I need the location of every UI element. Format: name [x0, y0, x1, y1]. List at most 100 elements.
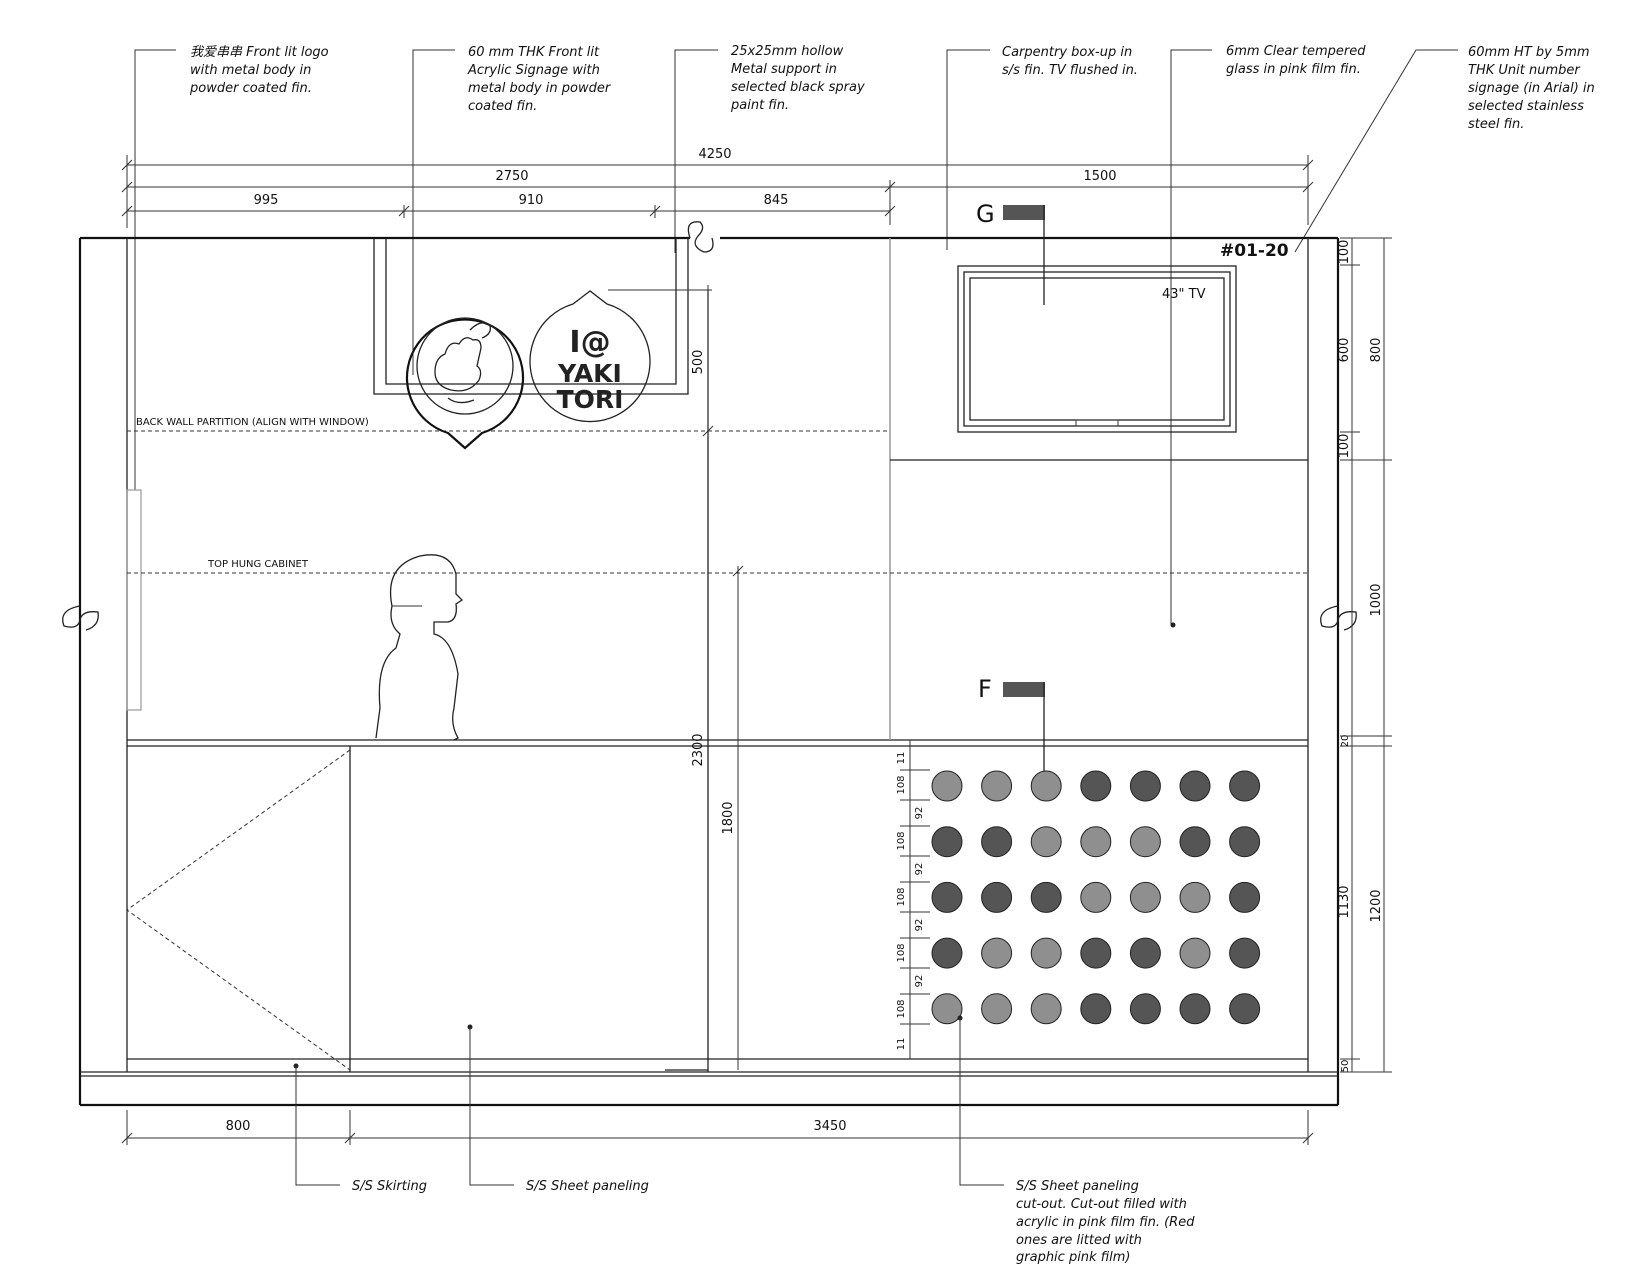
svg-text:coated fin.: coated fin.	[468, 99, 537, 114]
svg-text:steel fin.: steel fin.	[1468, 117, 1524, 132]
svg-text:20: 20	[1340, 735, 1351, 748]
svg-text:F: F	[978, 675, 992, 703]
svg-text:845: 845	[764, 193, 789, 208]
cutout-dot-r2-c5	[1129, 826, 1161, 858]
svg-text:60mm HT by 5mm: 60mm HT by 5mm	[1468, 45, 1590, 60]
cutout-dot-r1-c3	[1030, 770, 1062, 802]
cutout-dot-r4-c2	[981, 937, 1013, 969]
cutout-dot-r1-c6	[1179, 770, 1211, 802]
svg-text:92: 92	[914, 863, 925, 876]
cutout-dot-r4-c4	[1080, 937, 1112, 969]
svg-text:1800: 1800	[721, 801, 736, 834]
svg-text:92: 92	[914, 919, 925, 932]
svg-text:glass in pink film fin.: glass in pink film fin.	[1226, 62, 1361, 77]
cutout-dot-r5-c2	[981, 993, 1013, 1025]
cutout-dot-r5-c3	[1030, 993, 1062, 1025]
dot-grid-dimensions: 11 108 92 108 92 108 92 108 92 108 11	[896, 740, 930, 1059]
cutout-dot-r2-c7	[1229, 826, 1261, 858]
svg-text:selected stainless: selected stainless	[1468, 99, 1584, 114]
svg-text:4250: 4250	[698, 147, 731, 162]
svg-text:Carpentry box-up in: Carpentry box-up in	[1002, 45, 1132, 60]
svg-text:11: 11	[896, 1038, 907, 1051]
right-dimensions: 100 600 800 100 1000 20 1130 1200 50	[1337, 237, 1392, 1073]
sign-height-dimension: 500 2300 1800	[608, 285, 744, 1070]
svg-text:cut-out. Cut-out filled with: cut-out. Cut-out filled with	[1016, 1197, 1187, 1212]
marker-g: G	[976, 200, 1045, 305]
svg-text:108: 108	[896, 999, 907, 1018]
cutout-dot-r3-c1	[931, 881, 963, 913]
signage-frame	[373, 238, 689, 395]
svg-text:TORI: TORI	[557, 385, 624, 414]
cutout-dot-r1-c4	[1080, 770, 1112, 802]
note-skirting: S/S Skirting	[293, 1063, 427, 1194]
svg-text:600: 600	[1337, 338, 1352, 363]
svg-text:ones are litted with: ones are litted with	[1016, 1233, 1142, 1248]
svg-text:S/S Skirting: S/S Skirting	[352, 1179, 427, 1194]
svg-text:11: 11	[896, 752, 907, 765]
cutout-dot-r2-c4	[1080, 826, 1112, 858]
svg-text:108: 108	[896, 831, 907, 850]
marker-f: F	[978, 675, 1045, 786]
svg-text:s/s fin. TV flushed in.: s/s fin. TV flushed in.	[1002, 63, 1138, 78]
cutout-dot-r3-c5	[1129, 881, 1161, 913]
svg-text:G: G	[976, 200, 995, 228]
cutout-dot-r4-c6	[1179, 937, 1211, 969]
svg-text:THK Unit number: THK Unit number	[1468, 63, 1581, 78]
svg-text:Metal support in: Metal support in	[731, 62, 837, 77]
svg-text:I@: I@	[569, 325, 610, 360]
svg-text:S/S Sheet paneling: S/S Sheet paneling	[1016, 1179, 1139, 1194]
svg-text:25x25mm hollow: 25x25mm hollow	[731, 44, 844, 59]
dot-grid	[931, 770, 1261, 1025]
cutout-dot-r3-c4	[1080, 881, 1112, 913]
cutout-dot-r2-c3	[1030, 826, 1062, 858]
svg-text:graphic pink film): graphic pink film)	[1016, 1250, 1130, 1264]
cutout-dot-r4-c3	[1030, 937, 1062, 969]
svg-text:with metal body in: with metal body in	[190, 63, 311, 78]
tv: 43" TV #01-20	[957, 241, 1289, 433]
cutout-dot-r1-c7	[1229, 770, 1261, 802]
note-logo: 我爱串串 Front lit logo with metal body in p…	[134, 45, 329, 490]
svg-text:powder coated fin.: powder coated fin.	[189, 81, 312, 96]
cutout-dot-r5-c4	[1080, 993, 1112, 1025]
top-dimensions: 4250 2750 1500 995 910 845	[121, 147, 1314, 228]
svg-text:108: 108	[896, 943, 907, 962]
note-cutout: S/S Sheet paneling cut-out. Cut-out fill…	[957, 1015, 1195, 1264]
note-signage: 60 mm THK Front lit Acrylic Signage with…	[412, 45, 612, 375]
note-carpentry: Carpentry box-up in s/s fin. TV flushed …	[946, 45, 1138, 250]
note-sheet-paneling: S/S Sheet paneling	[467, 1024, 649, 1194]
svg-text:Acrylic Signage with: Acrylic Signage with	[467, 63, 600, 78]
svg-text:910: 910	[519, 193, 544, 208]
svg-text:1130: 1130	[1337, 885, 1352, 918]
note-support: 25x25mm hollow Metal support in selected…	[674, 44, 865, 253]
svg-text:60 mm THK Front lit: 60 mm THK Front lit	[468, 45, 600, 60]
svg-text:800: 800	[226, 1119, 251, 1134]
reference-lines: BACK WALL PARTITION (ALIGN WITH WINDOW) …	[127, 417, 1308, 574]
cutout-dot-r2-c1	[931, 826, 963, 858]
svg-text:3450: 3450	[813, 1119, 846, 1134]
svg-text:signage (in Arial) in: signage (in Arial) in	[1468, 81, 1595, 96]
svg-text:paint fin.: paint fin.	[730, 98, 789, 113]
svg-text:500: 500	[691, 350, 706, 375]
svg-text:selected black spray: selected black spray	[731, 80, 865, 95]
cutout-dot-r1-c1	[931, 770, 963, 802]
svg-text:1200: 1200	[1369, 889, 1384, 922]
cutout-dot-r4-c7	[1229, 937, 1261, 969]
svg-text:43" TV: 43" TV	[1162, 287, 1206, 302]
svg-text:100: 100	[1337, 240, 1352, 265]
svg-text:100: 100	[1337, 434, 1352, 459]
svg-text:S/S Sheet paneling: S/S Sheet paneling	[526, 1179, 649, 1194]
human-figure	[375, 554, 464, 741]
svg-text:108: 108	[896, 775, 907, 794]
frame	[62, 221, 1357, 1107]
svg-text:acrylic in pink film fin. (Red: acrylic in pink film fin. (Red	[1016, 1215, 1195, 1230]
cutout-dot-r3-c2	[981, 881, 1013, 913]
svg-text:108: 108	[896, 887, 907, 906]
note-unit-signage: 60mm HT by 5mm THK Unit number signage (…	[1294, 45, 1595, 253]
svg-text:2750: 2750	[495, 169, 528, 184]
cutout-dot-r5-c1	[931, 993, 963, 1025]
svg-text:995: 995	[254, 193, 279, 208]
cutout-dot-r1-c2	[981, 770, 1013, 802]
cutout-dot-r2-c2	[981, 826, 1013, 858]
svg-text:6mm Clear tempered: 6mm Clear tempered	[1226, 44, 1366, 59]
